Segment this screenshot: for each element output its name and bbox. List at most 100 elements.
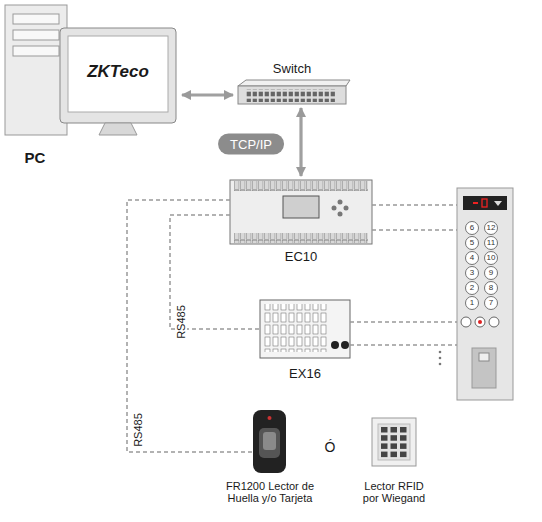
rfid-keypad [372, 418, 416, 466]
rfid-keys [400, 427, 407, 433]
elevator-buttons [485, 282, 498, 295]
button-number: 10 [487, 254, 496, 262]
ex16-board [331, 341, 339, 349]
ec10-controller [332, 206, 337, 211]
elevator-panel [457, 188, 513, 400]
continuation-dots [439, 363, 442, 366]
device-caption: Lector RFID por Wiegand [357, 480, 431, 504]
elevator-panel [475, 317, 485, 327]
network-switch [246, 89, 336, 102]
bus-label: RS485 [175, 304, 187, 340]
ec10-controller [338, 200, 343, 205]
switch-node: Switch [238, 86, 346, 104]
button-number: 2 [470, 284, 474, 292]
device-caption: EX16 [289, 366, 321, 381]
pc-tower [5, 5, 67, 135]
button-number: 9 [489, 269, 493, 277]
pc-monitor [60, 28, 176, 135]
ec10-controller [234, 181, 368, 191]
button-number: 3 [470, 269, 474, 277]
button-number: 1 [470, 299, 474, 307]
ec10-controller [338, 212, 343, 217]
network-switch [238, 86, 346, 104]
rfid-keys [391, 435, 398, 441]
extra-wiring [372, 229, 457, 231]
elevator-panel [478, 320, 482, 324]
reader-node: FR1200 Lector de Huella y/o Tarjeta [253, 410, 286, 473]
elevator-buttons [466, 237, 479, 250]
controller-node: EC10 [230, 180, 372, 244]
elevator-panel [473, 202, 478, 204]
rfid-keys [391, 427, 398, 433]
extra-wiring [350, 344, 457, 346]
network-arrow [182, 93, 233, 96]
rfid-keypad [372, 418, 416, 466]
elevator-panel-node: 6 12 5 11 4 10 3 9 2 8 1 7 [457, 188, 513, 400]
elevator-panel [482, 199, 487, 207]
elevator-buttons [485, 267, 498, 280]
elevator-panel [463, 196, 507, 210]
elevator-buttons [466, 222, 479, 235]
network-arrow [299, 108, 302, 176]
fingerprint-reader [263, 432, 276, 450]
rfid-keys [381, 452, 388, 458]
elevator-panel [472, 348, 496, 388]
button-number: 8 [489, 284, 493, 292]
expansion-node: EX16 [260, 300, 350, 358]
elevator-panel [457, 188, 513, 400]
bus-label: RS485 [132, 412, 144, 448]
fingerprint-reader [268, 416, 272, 420]
ex16-board [341, 341, 349, 349]
ex16-board [264, 304, 328, 352]
rfid-keys [381, 435, 388, 441]
protocol-badge: TCP/IP [218, 134, 284, 155]
button-number: 12 [487, 224, 496, 232]
button-number: 11 [487, 239, 495, 247]
rfid-keys [400, 443, 407, 449]
elevator-buttons [466, 297, 479, 310]
elevator-wiring [350, 321, 457, 323]
rfid-keys [400, 452, 407, 458]
pc-tower [13, 46, 59, 56]
rfid-keys [391, 452, 398, 458]
elevator-buttons [485, 297, 498, 310]
button-number: 7 [489, 299, 493, 307]
elevator-panel [489, 317, 499, 327]
rs485-bus [127, 200, 253, 452]
ex16-board [260, 300, 350, 358]
alternative-mark: Ó [325, 439, 336, 455]
elevator-buttons [466, 222, 498, 310]
device-caption: EC10 [285, 249, 318, 264]
ex16-board [260, 300, 350, 358]
elevator-buttons [466, 252, 479, 265]
device-caption: FR1200 Lector de Huella y/o Tarjeta [214, 480, 326, 504]
continuation-dots [439, 357, 442, 360]
rfid-keypad [378, 424, 410, 460]
pc-monitor [60, 28, 176, 123]
rfid-keys [391, 443, 398, 449]
pc-monitor [68, 36, 168, 112]
network-switch [238, 80, 350, 104]
continuation-dots [439, 351, 442, 354]
button-number: 4 [470, 254, 474, 262]
elevator-panel [479, 353, 489, 361]
ec10-controller [344, 206, 349, 211]
rfid-keys [381, 443, 388, 449]
elevator-panel [494, 201, 502, 206]
device-caption: Switch [273, 61, 311, 76]
ec10-controller [230, 180, 372, 244]
elevator-buttons [466, 267, 479, 280]
elevator-buttons [485, 237, 498, 250]
elevator-buttons [485, 222, 498, 235]
continuation-dots [439, 351, 442, 366]
rfid-keys [400, 435, 407, 441]
button-number: 5 [470, 239, 474, 247]
fingerprint-reader [259, 428, 280, 458]
pc-tower [5, 5, 67, 135]
ec10-controller [283, 196, 319, 218]
elevator-panel [461, 317, 471, 327]
fingerprint-reader [253, 410, 286, 473]
button-number: 6 [470, 224, 474, 232]
